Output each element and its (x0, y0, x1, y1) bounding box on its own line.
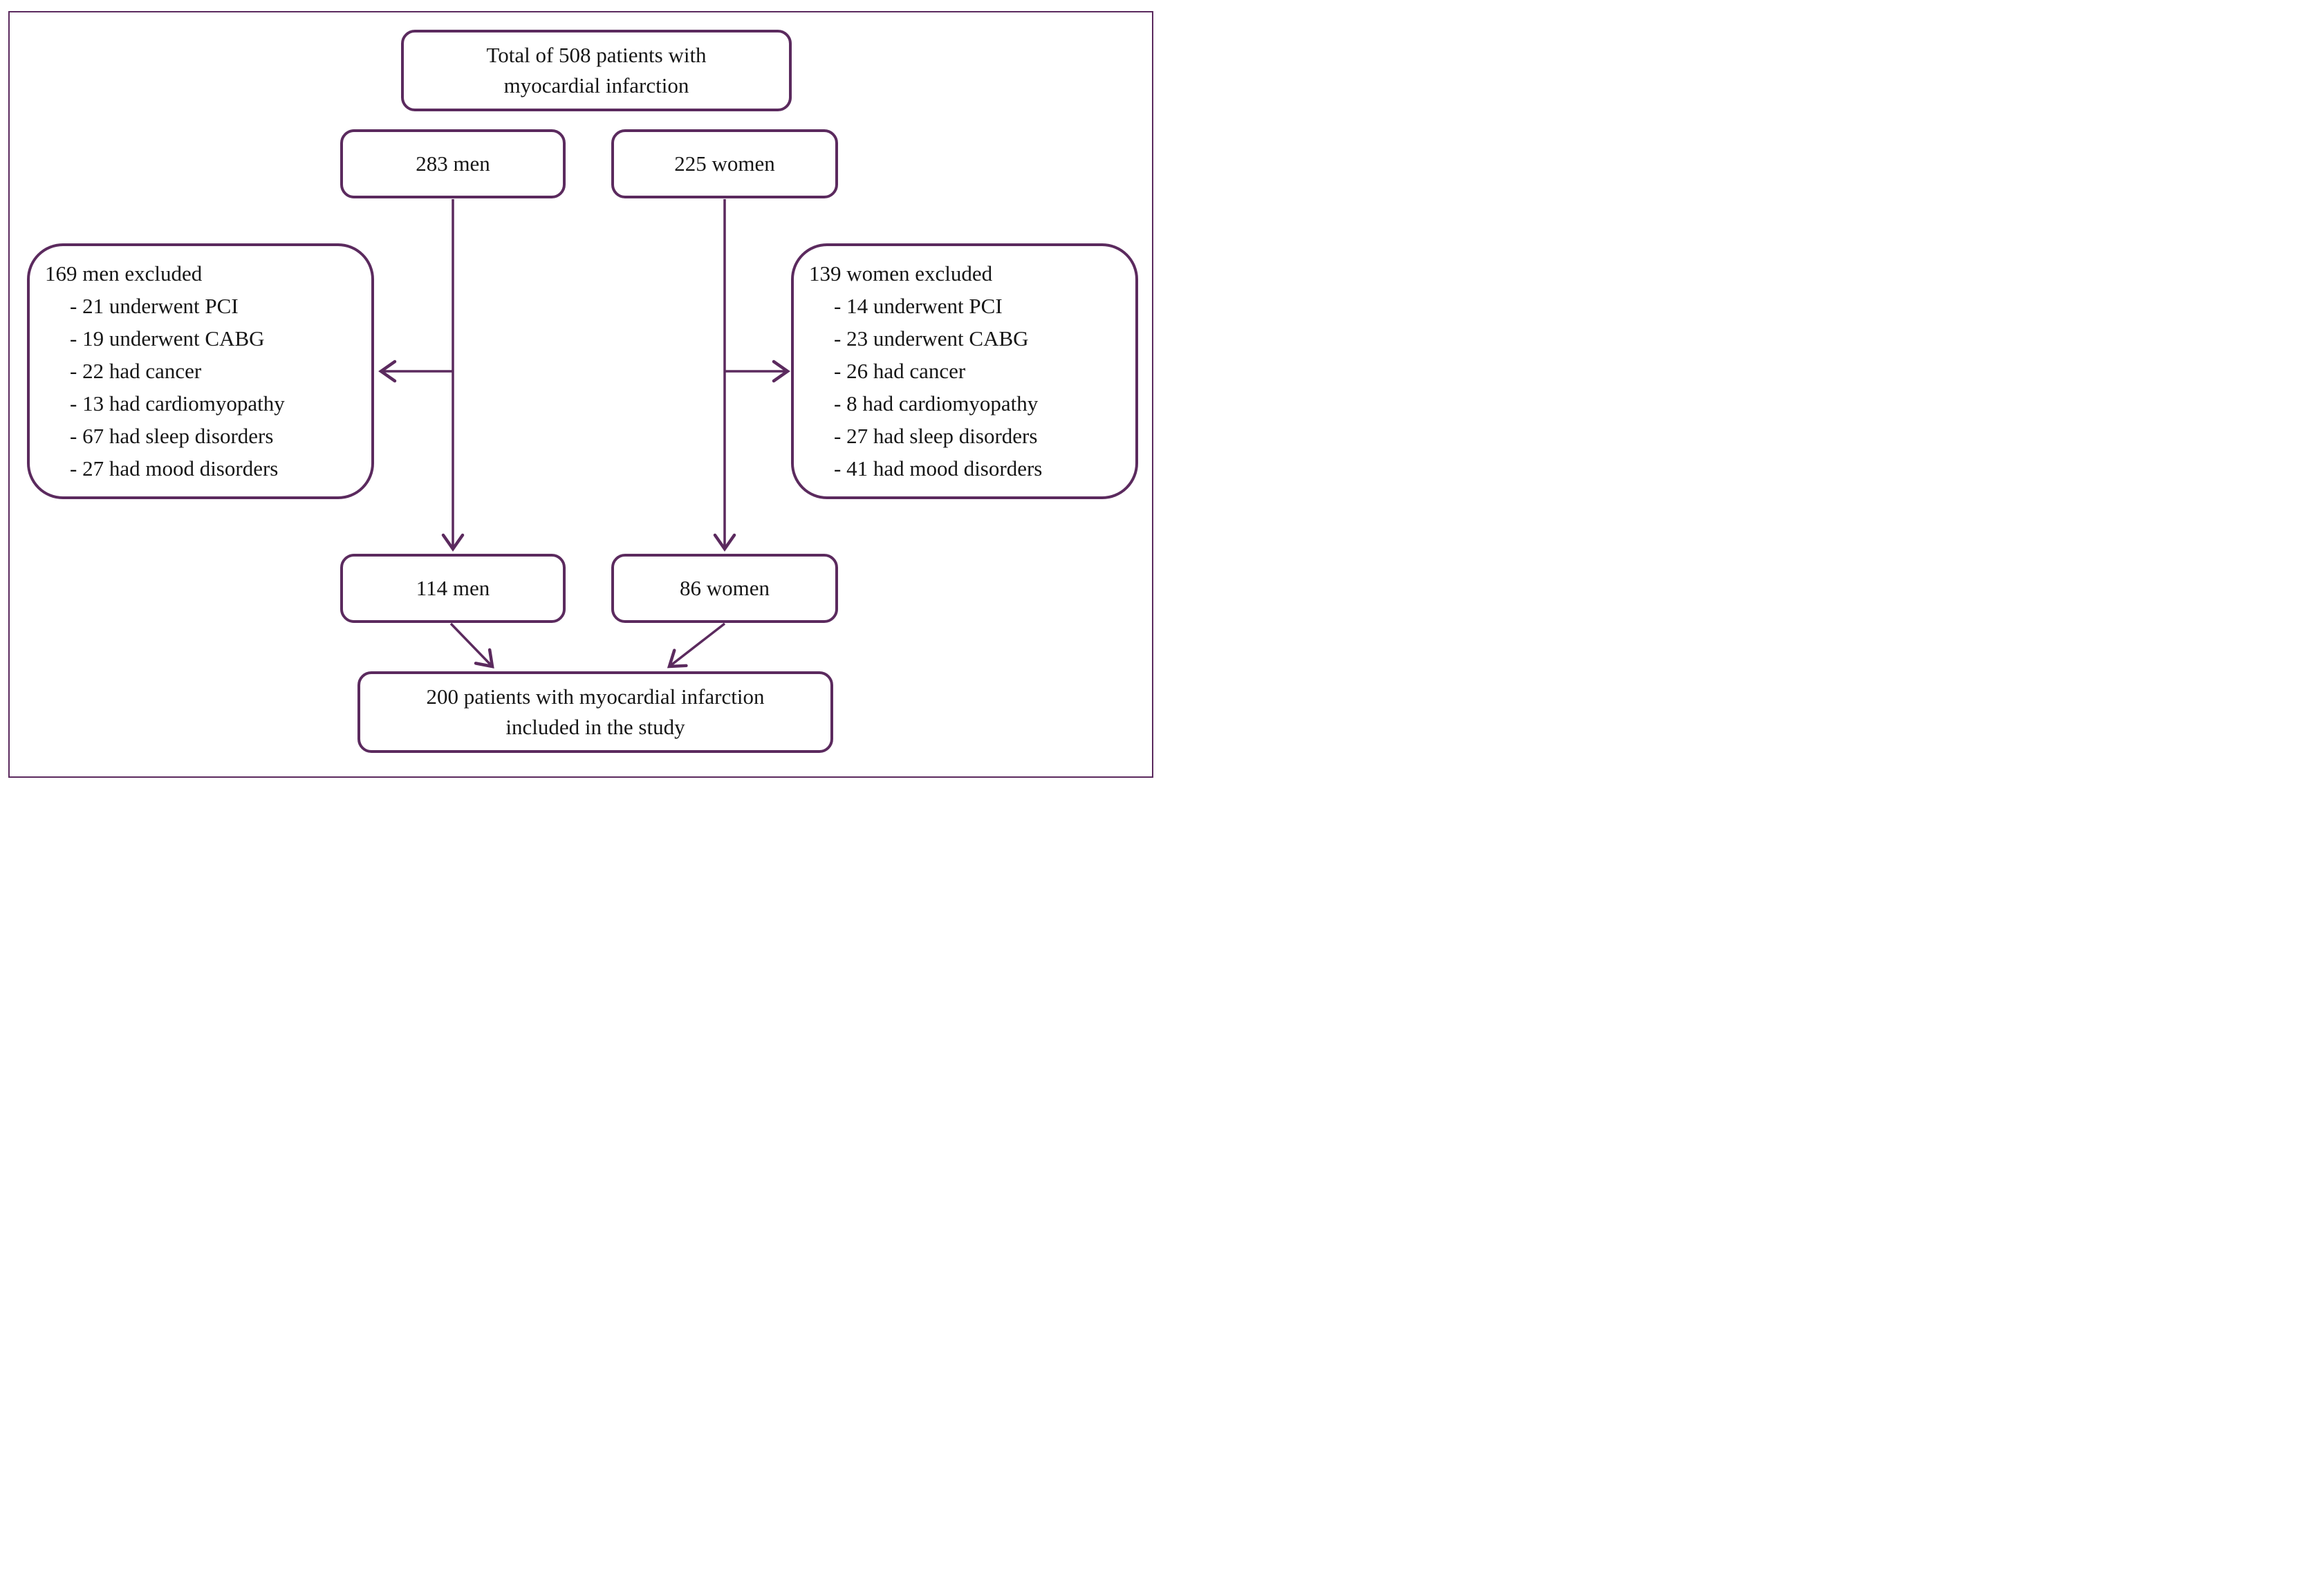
women-excluded-item: - 26 had cancer (834, 359, 966, 383)
study-included-line1: 200 patients with myocardial infarction (426, 684, 765, 709)
men-excluded-item: - 22 had cancer (70, 359, 202, 383)
men-included-label: 114 men (416, 576, 490, 600)
women-initial-box: 225 women (611, 129, 838, 198)
women-initial-label: 225 women (674, 151, 775, 176)
women-excluded-item: - 41 had mood disorders (834, 456, 1043, 480)
women-excluded-list: - 14 underwent PCI - 23 underwent CABG -… (809, 290, 1042, 485)
men-initial-box: 283 men (340, 129, 566, 198)
men-excluded-heading: 169 men excluded (45, 261, 203, 286)
women-excluded-item: - 14 underwent PCI (834, 294, 1003, 318)
total-patients-box: Total of 508 patients with myocardial in… (401, 30, 792, 111)
women-excluded-box: 139 women excluded - 14 underwent PCI - … (791, 243, 1138, 499)
women-excluded-item: - 8 had cardiomyopathy (834, 391, 1039, 416)
women-included-box: 86 women (611, 554, 838, 623)
figure-border (8, 11, 1153, 778)
men-included-box: 114 men (340, 554, 566, 623)
women-excluded-item: - 27 had sleep disorders (834, 424, 1038, 448)
men-excluded-box: 169 men excluded - 21 underwent PCI - 19… (27, 243, 374, 499)
men-excluded-item: - 19 underwent CABG (70, 326, 265, 351)
women-included-label: 86 women (679, 576, 770, 600)
men-excluded-item: - 27 had mood disorders (70, 456, 279, 480)
women-excluded-item: - 23 underwent CABG (834, 326, 1029, 351)
total-patients-line1: Total of 508 patients with (486, 43, 707, 67)
men-excluded-list: - 21 underwent PCI - 19 underwent CABG -… (45, 290, 285, 485)
men-excluded-item: - 21 underwent PCI (70, 294, 239, 318)
study-included-line2: included in the study (505, 715, 685, 739)
men-initial-label: 283 men (416, 151, 490, 176)
men-excluded-item: - 67 had sleep disorders (70, 424, 274, 448)
total-patients-line2: myocardial infarction (503, 73, 689, 97)
study-included-box: 200 patients with myocardial infarction … (357, 671, 833, 753)
patient-flow-diagram: Total of 508 patients with myocardial in… (0, 0, 1162, 788)
men-excluded-item: - 13 had cardiomyopathy (70, 391, 285, 416)
women-excluded-heading: 139 women excluded (809, 261, 993, 286)
